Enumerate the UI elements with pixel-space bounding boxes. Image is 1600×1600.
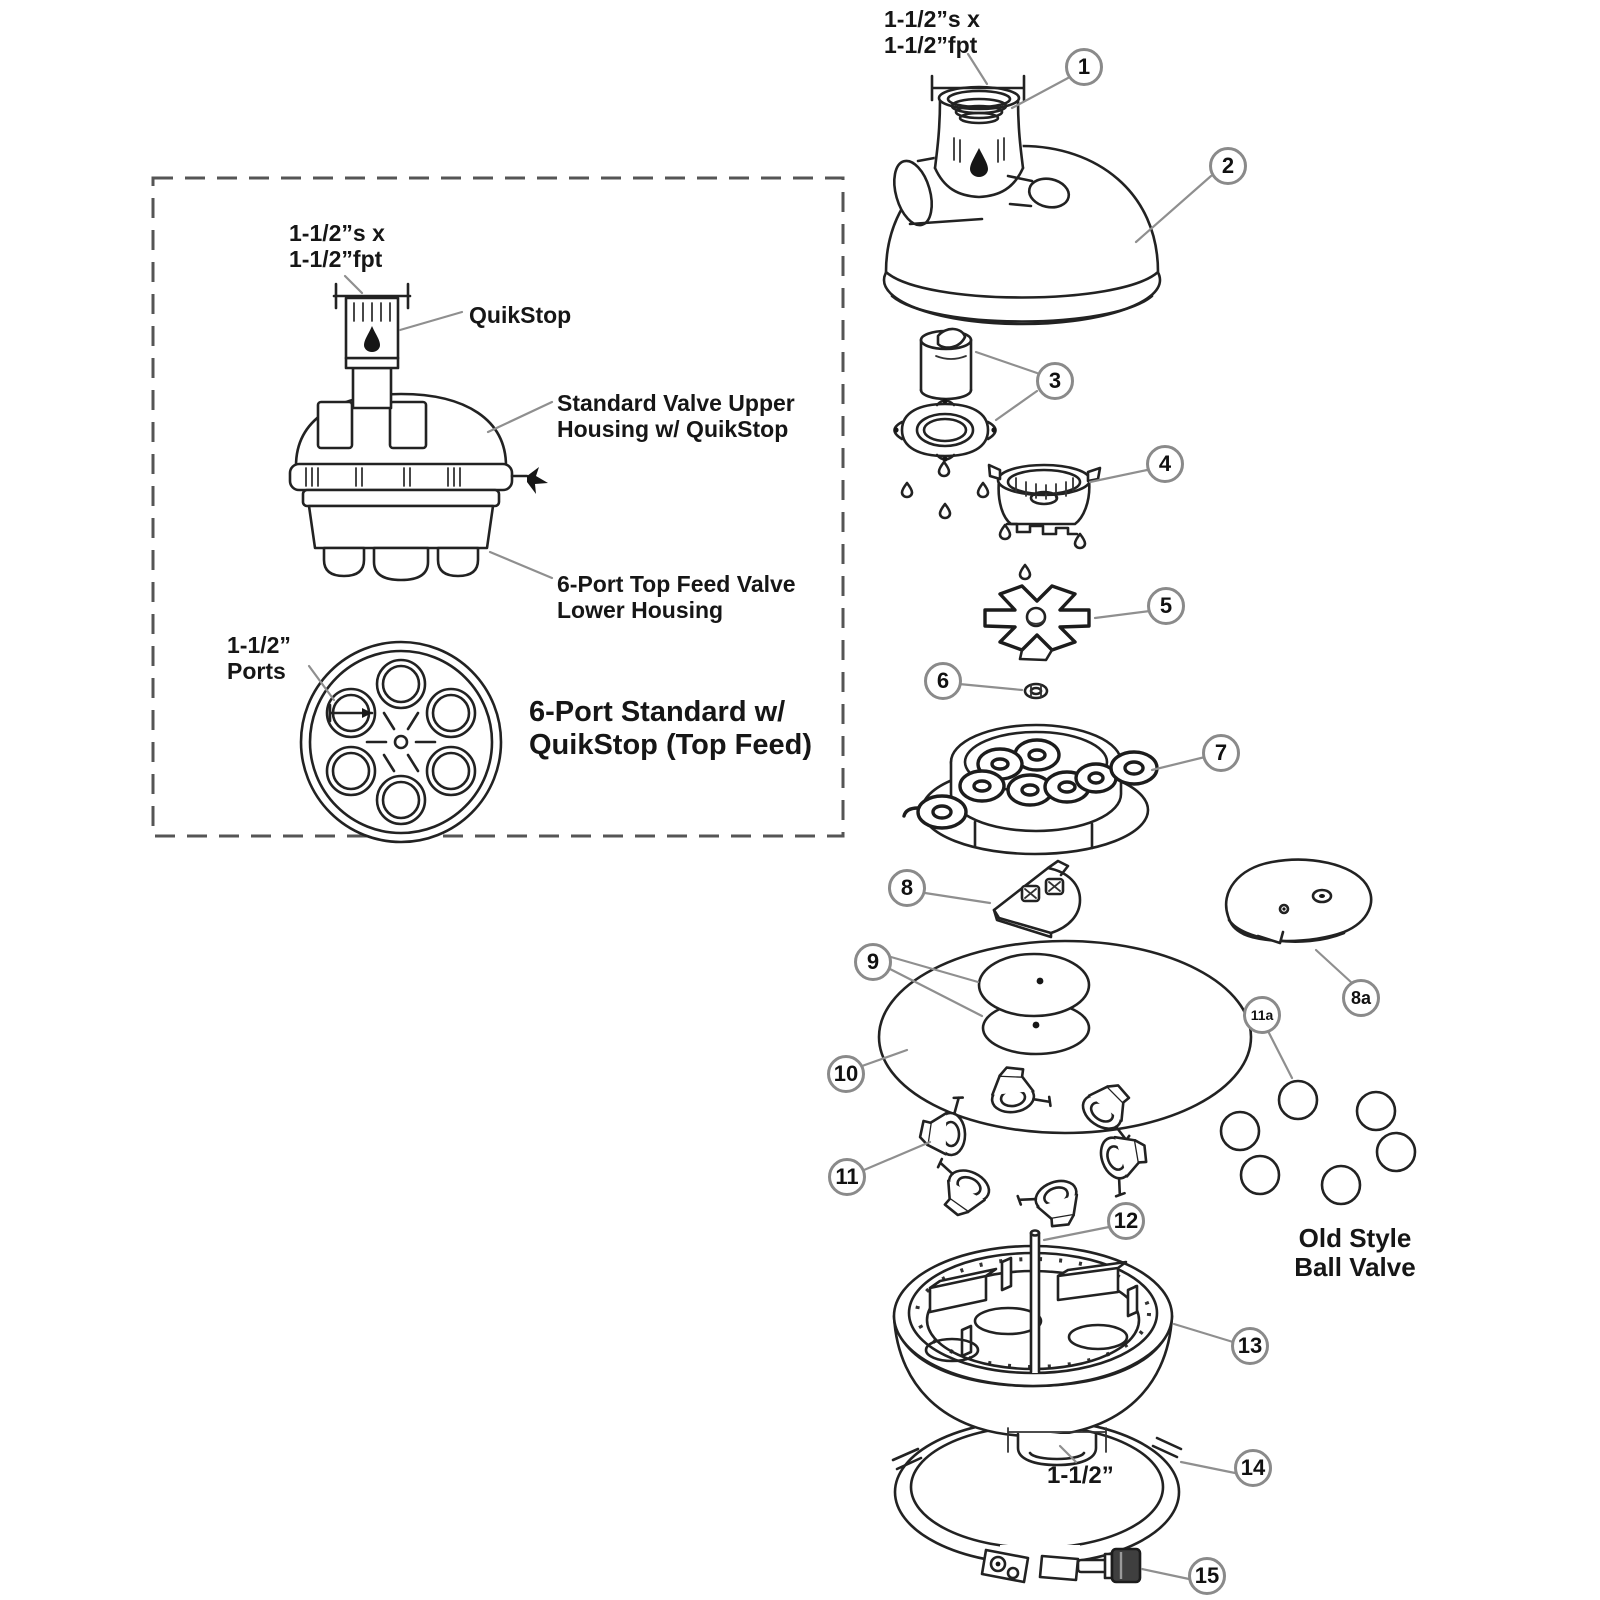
part-15-clamp-bolt	[980, 1547, 1142, 1584]
lower-housing-label: 6-Port Top Feed Valve Lower Housing	[557, 571, 796, 623]
inset-title-line1: 6-Port Standard w/	[529, 696, 786, 728]
callout-13: 13	[1231, 1327, 1269, 1365]
fitting-size-line1: 1-1/2”s x	[884, 6, 980, 32]
callout-4: 4	[1146, 445, 1184, 483]
inset-title-line2: QuikStop (Top Feed)	[529, 728, 812, 761]
callout-11: 11	[828, 1158, 866, 1196]
inset-leader-lines	[307, 274, 554, 702]
droplets	[900, 460, 1087, 581]
ports-label-line2: Ports	[227, 657, 286, 684]
callout-7: 7	[1202, 734, 1240, 772]
part-1-pipe-fitting	[930, 74, 1026, 199]
callout-14: 14	[1234, 1449, 1272, 1487]
part-7-gasket-assembly	[902, 723, 1159, 856]
callout-8a: 8a	[1342, 979, 1380, 1017]
inset-fitting-size-line1: 1-1/2”s x	[289, 220, 385, 246]
callout-9: 9	[854, 943, 892, 981]
callout-10: 10	[827, 1055, 865, 1093]
callout-2: 2	[1209, 147, 1247, 185]
part-2-upper-housing	[882, 144, 1162, 326]
inset-ports-view	[299, 640, 503, 844]
callout-12: 12	[1107, 1202, 1145, 1240]
part-9-discs	[977, 952, 1091, 1056]
callout-6: 6	[924, 662, 962, 700]
ports-label-line1: 1-1/2”	[227, 632, 291, 658]
callout-15: 15	[1188, 1557, 1226, 1595]
inset-fitting-size-line2: 1-1/2”fpt	[289, 245, 383, 272]
quikstop-label: QuikStop	[469, 302, 572, 328]
callout-11a: 11a	[1243, 996, 1281, 1034]
part-8a-old-style-plate	[1224, 858, 1373, 945]
part-6-grommet	[1023, 682, 1049, 700]
callout-leader-lines	[860, 52, 1354, 1581]
callout-5: 5	[1147, 587, 1185, 625]
bottom-port-size-label: 1-1/2”	[1047, 1462, 1114, 1489]
lower-housing-line2: Lower Housing	[557, 596, 724, 623]
upper-housing-label: Standard Valve Upper Housing w/ QuikStop	[557, 390, 795, 442]
part-5-star-rotor	[983, 584, 1091, 662]
part-3-sleeve-and-gasket	[893, 327, 997, 462]
lower-housing-line1: 6-Port Top Feed Valve	[557, 571, 796, 597]
fitting-size-label: 1-1/2”s x 1-1/2”fpt	[884, 6, 980, 58]
inset-assembled-valve	[288, 282, 548, 582]
inset-title: 6-Port Standard w/ QuikStop (Top Feed)	[529, 696, 812, 762]
upper-housing-line1: Standard Valve Upper	[557, 390, 795, 416]
callout-3: 3	[1036, 362, 1074, 400]
part-8-diverter	[992, 859, 1082, 939]
old-style-label: Old Style Ball Valve	[1270, 1223, 1440, 1283]
part-11a-old-style-balls	[1219, 1079, 1417, 1206]
callout-1: 1	[1065, 48, 1103, 86]
part-12-rod	[1029, 1229, 1041, 1374]
inset-fitting-size-label: 1-1/2”s x 1-1/2”fpt	[289, 220, 385, 272]
upper-housing-line2: Housing w/ QuikStop	[557, 415, 789, 442]
old-style-line1: Old Style	[1298, 1223, 1412, 1253]
callout-8: 8	[888, 869, 926, 907]
fitting-size-line2: 1-1/2”fpt	[884, 31, 978, 58]
part-4-rotor-cage	[987, 463, 1102, 536]
old-style-line2: Ball Valve	[1294, 1252, 1416, 1283]
part-10-spider-gasket	[877, 939, 1253, 1135]
ports-label: 1-1/2” Ports	[227, 632, 291, 684]
